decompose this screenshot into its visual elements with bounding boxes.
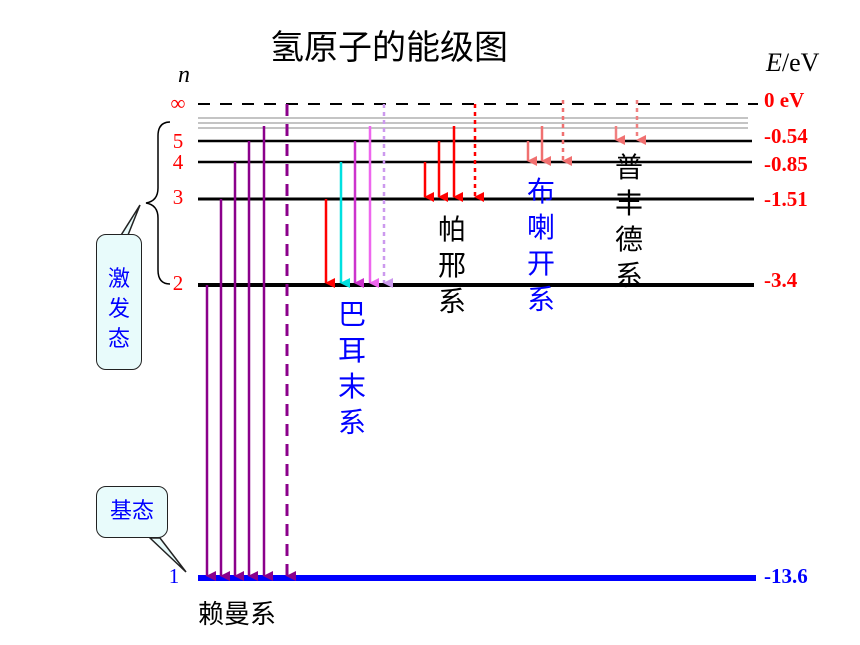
energy-symbol: E (766, 48, 782, 77)
n-label-inf: ∞ (170, 91, 186, 115)
lyman-series-label: 赖曼系 (198, 600, 277, 630)
axis-n-label: n (178, 62, 190, 88)
excited-state-label: 激发态 (107, 267, 130, 352)
ground-state-label: 基态 (109, 499, 154, 524)
n-label-3: 3 (172, 185, 184, 209)
ground-callout-tail (148, 537, 187, 573)
energy-label-4: -0.85 (764, 152, 808, 176)
energy-label-5: -0.54 (764, 124, 808, 148)
energy-unit: /eV (781, 48, 820, 77)
energy-label-3: -1.51 (764, 187, 808, 211)
n-label-4: 4 (172, 150, 184, 174)
n-label-1: 1 (168, 564, 180, 588)
energy-label-inf: 0 eV (764, 88, 805, 112)
energy-label-1: -13.6 (764, 564, 808, 588)
pfund-series-label: 普丰德系 (614, 151, 643, 292)
excited-states-brace (145, 121, 171, 285)
brackett-series-label: 布喇开系 (526, 175, 555, 316)
diagram-title: 氢原子的能级图 (270, 28, 508, 68)
n-label-2: 2 (172, 271, 184, 295)
balmer-series-label: 巴耳末系 (337, 298, 366, 439)
excited-state-callout: 激发态 (96, 234, 142, 370)
paschen-series-label: 帕邢系 (437, 213, 466, 318)
energy-label-2: -3.4 (764, 268, 798, 292)
n-label-5: 5 (172, 129, 184, 153)
axis-energy-label: E/eV (766, 48, 819, 78)
ground-state-callout: 基态 (96, 486, 168, 538)
